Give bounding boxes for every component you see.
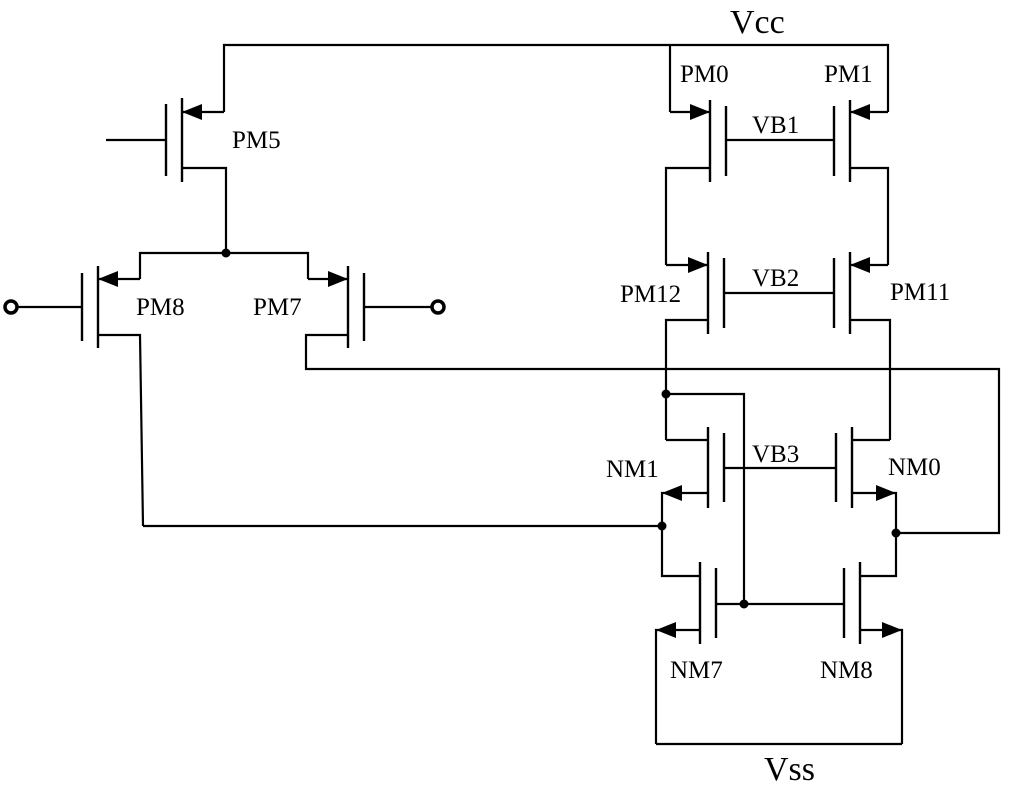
pm5-transistor: PM5 [106,98,281,253]
vcc-label: Vcc [730,4,785,41]
nm0-transistor: NM0 [834,427,941,533]
pm5-arrow [182,104,202,120]
nm8-transistor: NM8 [820,562,904,744]
input-left-terminal[interactable] [3,299,19,315]
folding-node-right [860,528,901,578]
nm1-transistor: NM1 [606,389,746,604]
pm12-label: PM12 [620,281,681,308]
tail-node [138,248,310,279]
pm7-arrow [328,271,348,287]
pm1-arrow [850,104,870,120]
pm5-label: PM5 [232,127,281,154]
pm8-transistor: PM8 [3,266,185,527]
vb2-bias: VB2 [724,265,834,295]
nm8-label: NM8 [820,657,873,684]
pm8-arrow [98,271,118,287]
pm0-transistor: PM0 [664,61,729,265]
folding-node-left [143,521,700,578]
vcc-rail [222,43,890,112]
pm1-label: PM1 [824,61,873,88]
pm11-arrow [850,257,870,273]
nm1-label: NM1 [606,456,659,483]
pm12-arrow [688,257,708,273]
nm7-arrow [656,622,676,638]
input-right-terminal[interactable] [430,299,446,315]
nm7-label: NM7 [670,657,723,684]
pm7-label: PM7 [253,294,302,321]
mirror-gate-bus [716,599,844,609]
nm1-arrow [662,485,682,501]
vss-label: Vss [764,751,815,788]
nm7-transistor: NM7 [654,562,723,744]
pm8-label: PM8 [136,294,185,321]
pm1-transistor: PM1 [824,61,890,265]
nm0-arrow [876,485,896,501]
pm0-arrow [690,104,710,120]
pm7-transistor: PM7 [253,266,1001,535]
pm12-transistor: PM12 [620,252,726,440]
pm11-label: PM11 [890,279,950,306]
vb3-bias: VB3 [724,441,836,470]
nm8-arrow [882,622,902,638]
vb1-label: VB1 [752,112,799,139]
vb3-label: VB3 [752,441,799,468]
nm0-label: NM0 [888,454,941,481]
pm0-label: PM0 [680,61,729,88]
vb2-label: VB2 [752,265,799,292]
vb1-bias: VB1 [726,112,834,142]
pm11-transistor: PM11 [832,252,950,440]
